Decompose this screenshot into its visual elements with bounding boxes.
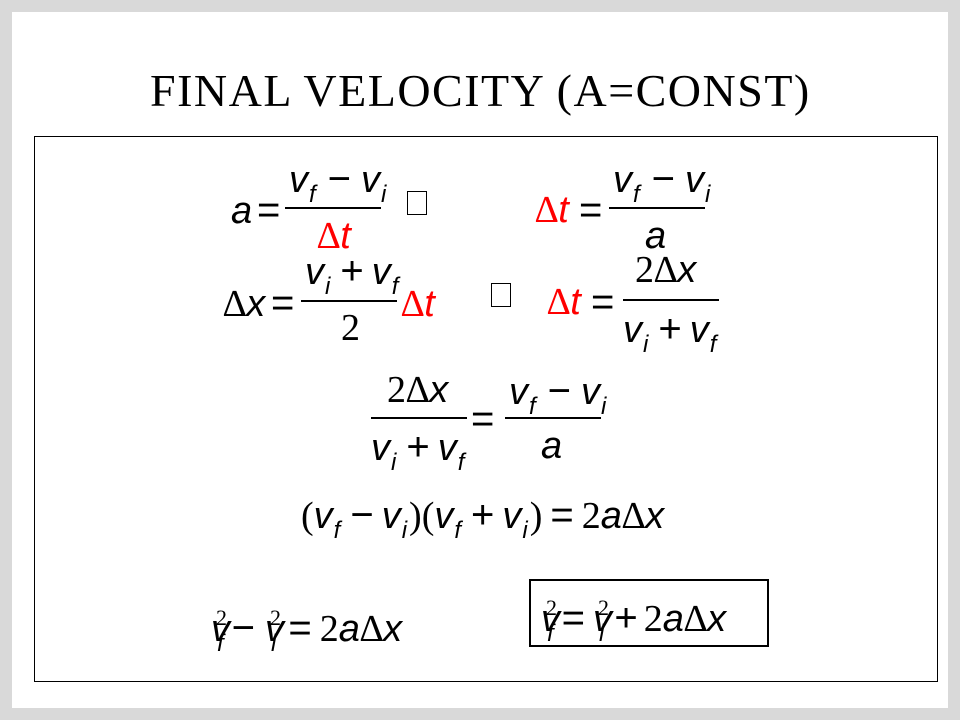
right-denominator: a bbox=[541, 425, 563, 467]
lhs-delta-t: ∆t bbox=[535, 189, 569, 231]
right-numerator: vf−vi bbox=[509, 369, 607, 420]
final-result-box: v2f=v2i+2a∆x bbox=[529, 579, 769, 647]
numerator: vf−vi bbox=[289, 157, 387, 208]
denominator: 2 bbox=[341, 307, 360, 349]
fraction-bar bbox=[505, 417, 601, 419]
symbol-a: a bbox=[231, 190, 253, 232]
denominator: ∆t bbox=[317, 215, 351, 257]
fraction-bar bbox=[609, 207, 705, 209]
equals-sign: = bbox=[471, 397, 495, 441]
lhs-delta-t: ∆t bbox=[547, 281, 581, 323]
denominator: a bbox=[645, 215, 667, 257]
slide: FINAL VELOCITY (A=CONST) a = vf−vi ∆t ∆t… bbox=[12, 12, 948, 708]
title-area: FINAL VELOCITY (A=CONST) bbox=[38, 30, 922, 148]
left-numerator: 2∆x bbox=[387, 369, 449, 411]
delta-t-factor: ∆t bbox=[401, 283, 435, 325]
equation-difference-of-squares: v2f−v2i=2a∆x bbox=[211, 605, 403, 657]
slide-title: FINAL VELOCITY (A=CONST) bbox=[150, 65, 811, 116]
equation-final-velocity: v2f=v2i+2a∆x bbox=[541, 595, 727, 647]
equals-sign: = bbox=[257, 188, 281, 232]
equals-sign: = bbox=[579, 188, 603, 232]
fraction-bar bbox=[371, 417, 467, 419]
fraction-bar bbox=[623, 299, 719, 301]
fraction-bar bbox=[285, 207, 381, 209]
fraction-bar bbox=[301, 300, 397, 302]
numerator: vi+vf bbox=[305, 249, 399, 300]
lhs-delta-x: ∆x bbox=[223, 283, 266, 325]
equals-sign: = bbox=[271, 281, 295, 325]
numerator: 2∆x bbox=[635, 249, 697, 291]
numerator: vf−vi bbox=[613, 157, 711, 208]
denominator: vi+vf bbox=[623, 307, 717, 358]
equals-sign: = bbox=[591, 280, 615, 324]
content-frame: a = vf−vi ∆t ∆t = vf−vi a ∆x = vi+vf 2 ∆… bbox=[34, 136, 938, 682]
equation-product: (vf−vi)(vf+vi)=2a∆x bbox=[301, 493, 665, 544]
implies-icon bbox=[407, 191, 427, 215]
left-denominator: vi+vf bbox=[371, 425, 465, 476]
implies-icon bbox=[491, 283, 511, 307]
